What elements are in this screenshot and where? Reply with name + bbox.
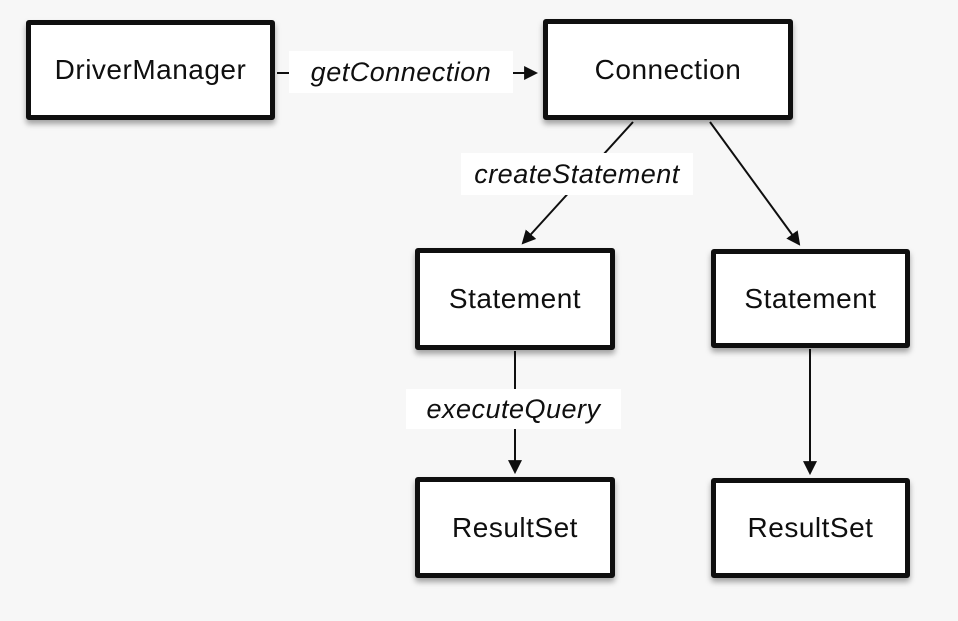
node-resultset-left: ResultSet bbox=[415, 477, 615, 578]
edge-label-executequery: executeQuery bbox=[406, 389, 621, 429]
edge-connection-to-statement-right-arrow bbox=[709, 121, 801, 246]
node-statement-left: Statement bbox=[415, 248, 615, 350]
node-connection: Connection bbox=[543, 19, 793, 120]
node-drivermanager: DriverManager bbox=[26, 20, 275, 120]
edge-label-createstatement: createStatement bbox=[461, 153, 693, 195]
edge-label-getconnection: getConnection bbox=[289, 51, 513, 93]
node-resultset-right: ResultSet bbox=[711, 478, 910, 578]
node-statement-right: Statement bbox=[711, 249, 910, 348]
